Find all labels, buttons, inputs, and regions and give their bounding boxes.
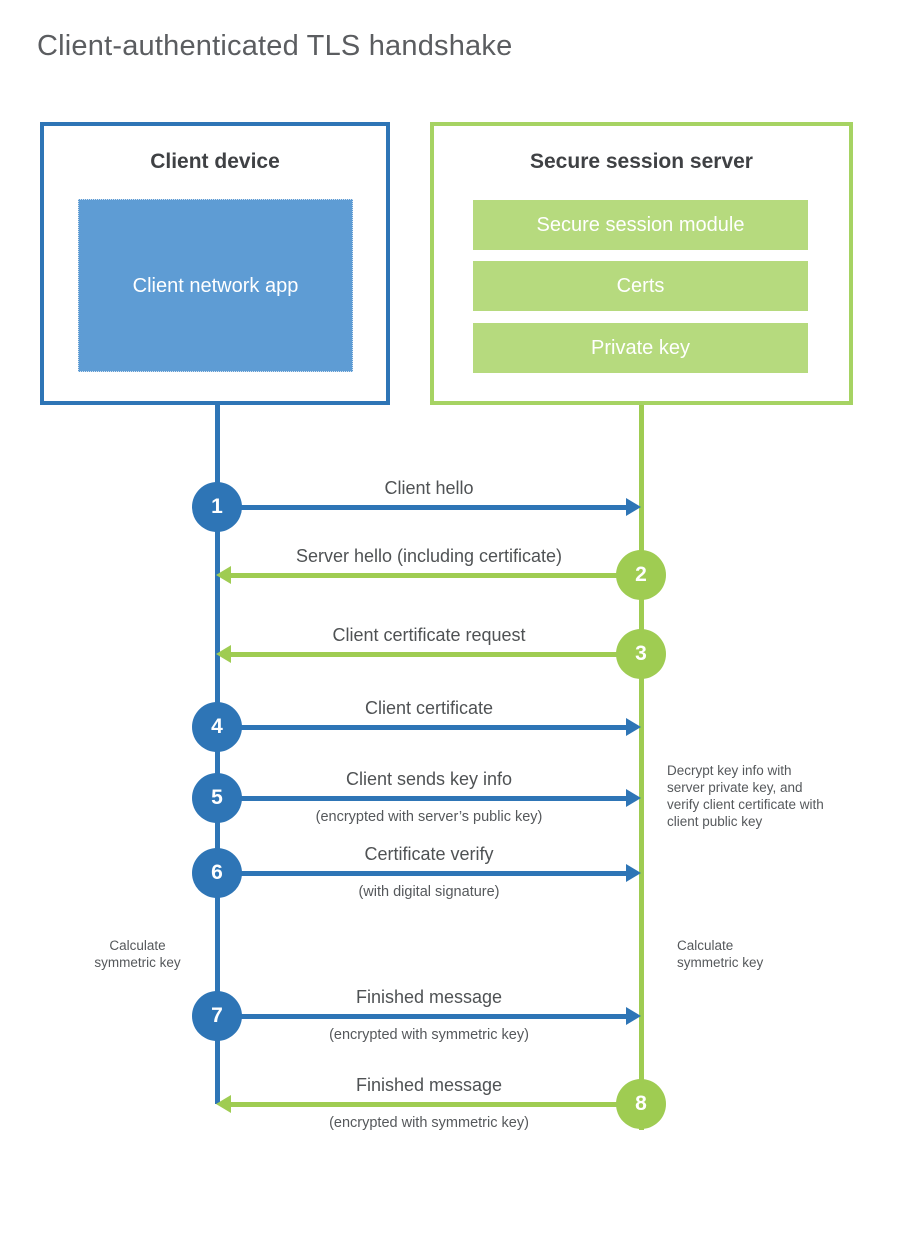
step-1-label: Client hello <box>384 478 474 498</box>
step-8-sublabel: (encrypted with symmetric key) <box>329 1115 529 1131</box>
step-7-arrowhead-right-icon <box>626 1007 641 1025</box>
secure-session-server-title: Secure session server <box>530 150 753 173</box>
step-8-number: 8 <box>635 1092 647 1115</box>
server-module-certs: Certs <box>473 261 808 311</box>
step-2-arrowhead-left-icon <box>216 566 231 584</box>
step-3-number: 3 <box>635 642 647 665</box>
step-3-arrow-line <box>230 652 641 657</box>
step-3-label: Client certificate request <box>332 625 526 645</box>
step-8-arrowhead-left-icon <box>216 1095 231 1113</box>
step-1-circle: 1 <box>192 482 242 532</box>
step-8-label: Finished message <box>355 1075 503 1095</box>
page-title: Client-authenticated TLS handshake <box>37 30 513 62</box>
calculate-symmetric-key-note-server: Calculate symmetric key <box>677 938 764 970</box>
step-6-number: 6 <box>211 861 223 884</box>
step-7-number: 7 <box>211 1004 223 1027</box>
step-4-number: 4 <box>211 715 223 738</box>
step-1-arrow-line <box>217 505 628 510</box>
step-2-arrow-line <box>230 573 641 578</box>
step-6-arrow-line <box>217 871 628 876</box>
step-3-circle: 3 <box>616 629 666 679</box>
step-5-number: 5 <box>211 786 223 809</box>
client-network-app-box: Client network app <box>78 199 353 372</box>
step-5-circle: 5 <box>192 773 242 823</box>
step-7-sublabel: (encrypted with symmetric key) <box>329 1027 529 1043</box>
client-network-app-label: Client network app <box>132 274 299 297</box>
step-6-circle: 6 <box>192 848 242 898</box>
step-3-arrowhead-left-icon <box>216 645 231 663</box>
server-module-private-key: Private key <box>473 323 808 373</box>
step-5-arrow-line <box>217 796 628 801</box>
secure-session-server-box: Secure session server Secure session mod… <box>430 122 853 405</box>
step-8-arrow-line <box>230 1102 641 1107</box>
client-device-title: Client device <box>150 150 280 173</box>
step-6-label: Certificate verify <box>364 844 494 864</box>
step-8-circle: 8 <box>616 1079 666 1129</box>
step-6-arrowhead-right-icon <box>626 864 641 882</box>
step-2-number: 2 <box>635 563 647 586</box>
calculate-symmetric-key-note-client: Calculate symmetric key <box>94 938 181 970</box>
step-5-arrowhead-right-icon <box>626 789 641 807</box>
step-7-arrow-line <box>217 1014 628 1019</box>
client-device-box: Client device Client network app <box>40 122 390 405</box>
server-lifeline <box>639 405 644 1130</box>
step-4-arrow-line <box>217 725 628 730</box>
step-6-sublabel: (with digital signature) <box>358 884 500 900</box>
client-lifeline <box>215 405 220 1104</box>
server-module-secure-session: Secure session module <box>473 200 808 250</box>
step-1-arrowhead-right-icon <box>626 498 641 516</box>
step-5-sublabel: (encrypted with server’s public key) <box>315 809 543 825</box>
step-2-label: Server hello (including certificate) <box>295 546 563 566</box>
step-4-label: Client certificate <box>364 698 494 718</box>
step-4-circle: 4 <box>192 702 242 752</box>
step-7-label: Finished message <box>355 987 503 1007</box>
step-1-number: 1 <box>211 495 223 518</box>
decrypt-note: Decrypt key info with server private key… <box>667 763 824 829</box>
step-2-circle: 2 <box>616 550 666 600</box>
step-5-label: Client sends key info <box>345 769 513 789</box>
step-7-circle: 7 <box>192 991 242 1041</box>
step-4-arrowhead-right-icon <box>626 718 641 736</box>
